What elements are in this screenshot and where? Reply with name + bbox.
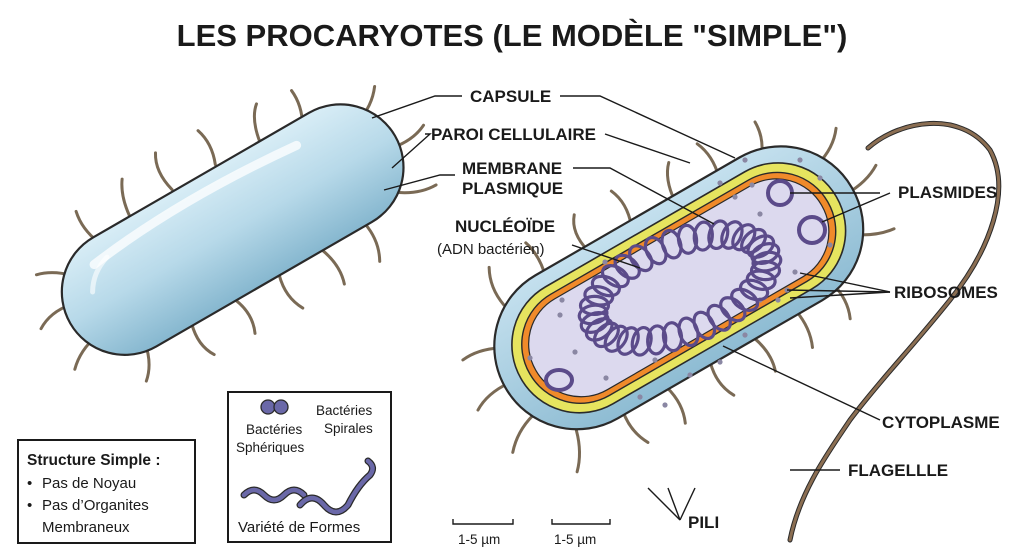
spiral-bacteria-icon — [240, 457, 377, 516]
structure-item: Membraneux — [42, 519, 130, 536]
forms-spheriques-l2: Sphériques — [236, 440, 305, 455]
label-ribosomes: RIBOSOMES — [894, 283, 998, 302]
scale-bar-1: 1-5 µm — [452, 519, 514, 547]
plasmid — [544, 368, 574, 392]
page-title: LES PROCARYOTES (LE MODÈLE "SIMPLE") — [177, 18, 848, 53]
sphere-bacteria-icon — [260, 399, 289, 415]
label-cytoplasme: CYTOPLASME — [882, 413, 1000, 432]
forms-caption: Variété de Formes — [238, 519, 360, 536]
variete-formes-box: Bactéries Sphériques Bactéries Spirales … — [227, 391, 392, 543]
label-pili: PILI — [688, 513, 719, 532]
label-plasmides: PLASMIDES — [898, 183, 997, 202]
label-capsule: CAPSULE — [470, 87, 551, 106]
scale-bar-label: 1-5 µm — [458, 532, 500, 547]
label-membrane-l2: PLASMIQUE — [462, 179, 563, 198]
structure-item: Pas de Noyau — [42, 475, 136, 492]
bullet-icon: • — [27, 497, 32, 514]
label-nucleoide-sub: (ADN bactérien) — [437, 241, 545, 258]
bacterium-exterior — [34, 84, 438, 383]
nucleoid-dna — [577, 219, 783, 357]
structure-item: Pas d’Organites — [42, 497, 149, 514]
leader-lines — [371, 95, 891, 521]
label-nucleoide: NUCLÉOÏDE — [455, 217, 555, 236]
label-membrane-l1: MEMBRANE — [462, 159, 562, 178]
bullet-icon: • — [27, 475, 32, 492]
label-flagelle: FLAGELLLE — [848, 461, 948, 480]
forms-spirales-l1: Bactéries — [316, 403, 373, 418]
structure-simple-box: Structure Simple : • Pas de Noyau • Pas … — [17, 439, 196, 544]
scale-bar-2: 1-5 µm — [551, 519, 611, 547]
label-paroi-cellulaire: PAROI CELLULAIRE — [431, 125, 596, 144]
structure-heading: Structure Simple : — [27, 452, 161, 469]
plasmid — [797, 215, 827, 245]
bacterium-section — [461, 120, 896, 474]
forms-spirales-l2: Spirales — [324, 421, 373, 436]
forms-spheriques-l1: Bactéries — [246, 422, 303, 437]
scale-bar-label: 1-5 µm — [554, 532, 596, 547]
